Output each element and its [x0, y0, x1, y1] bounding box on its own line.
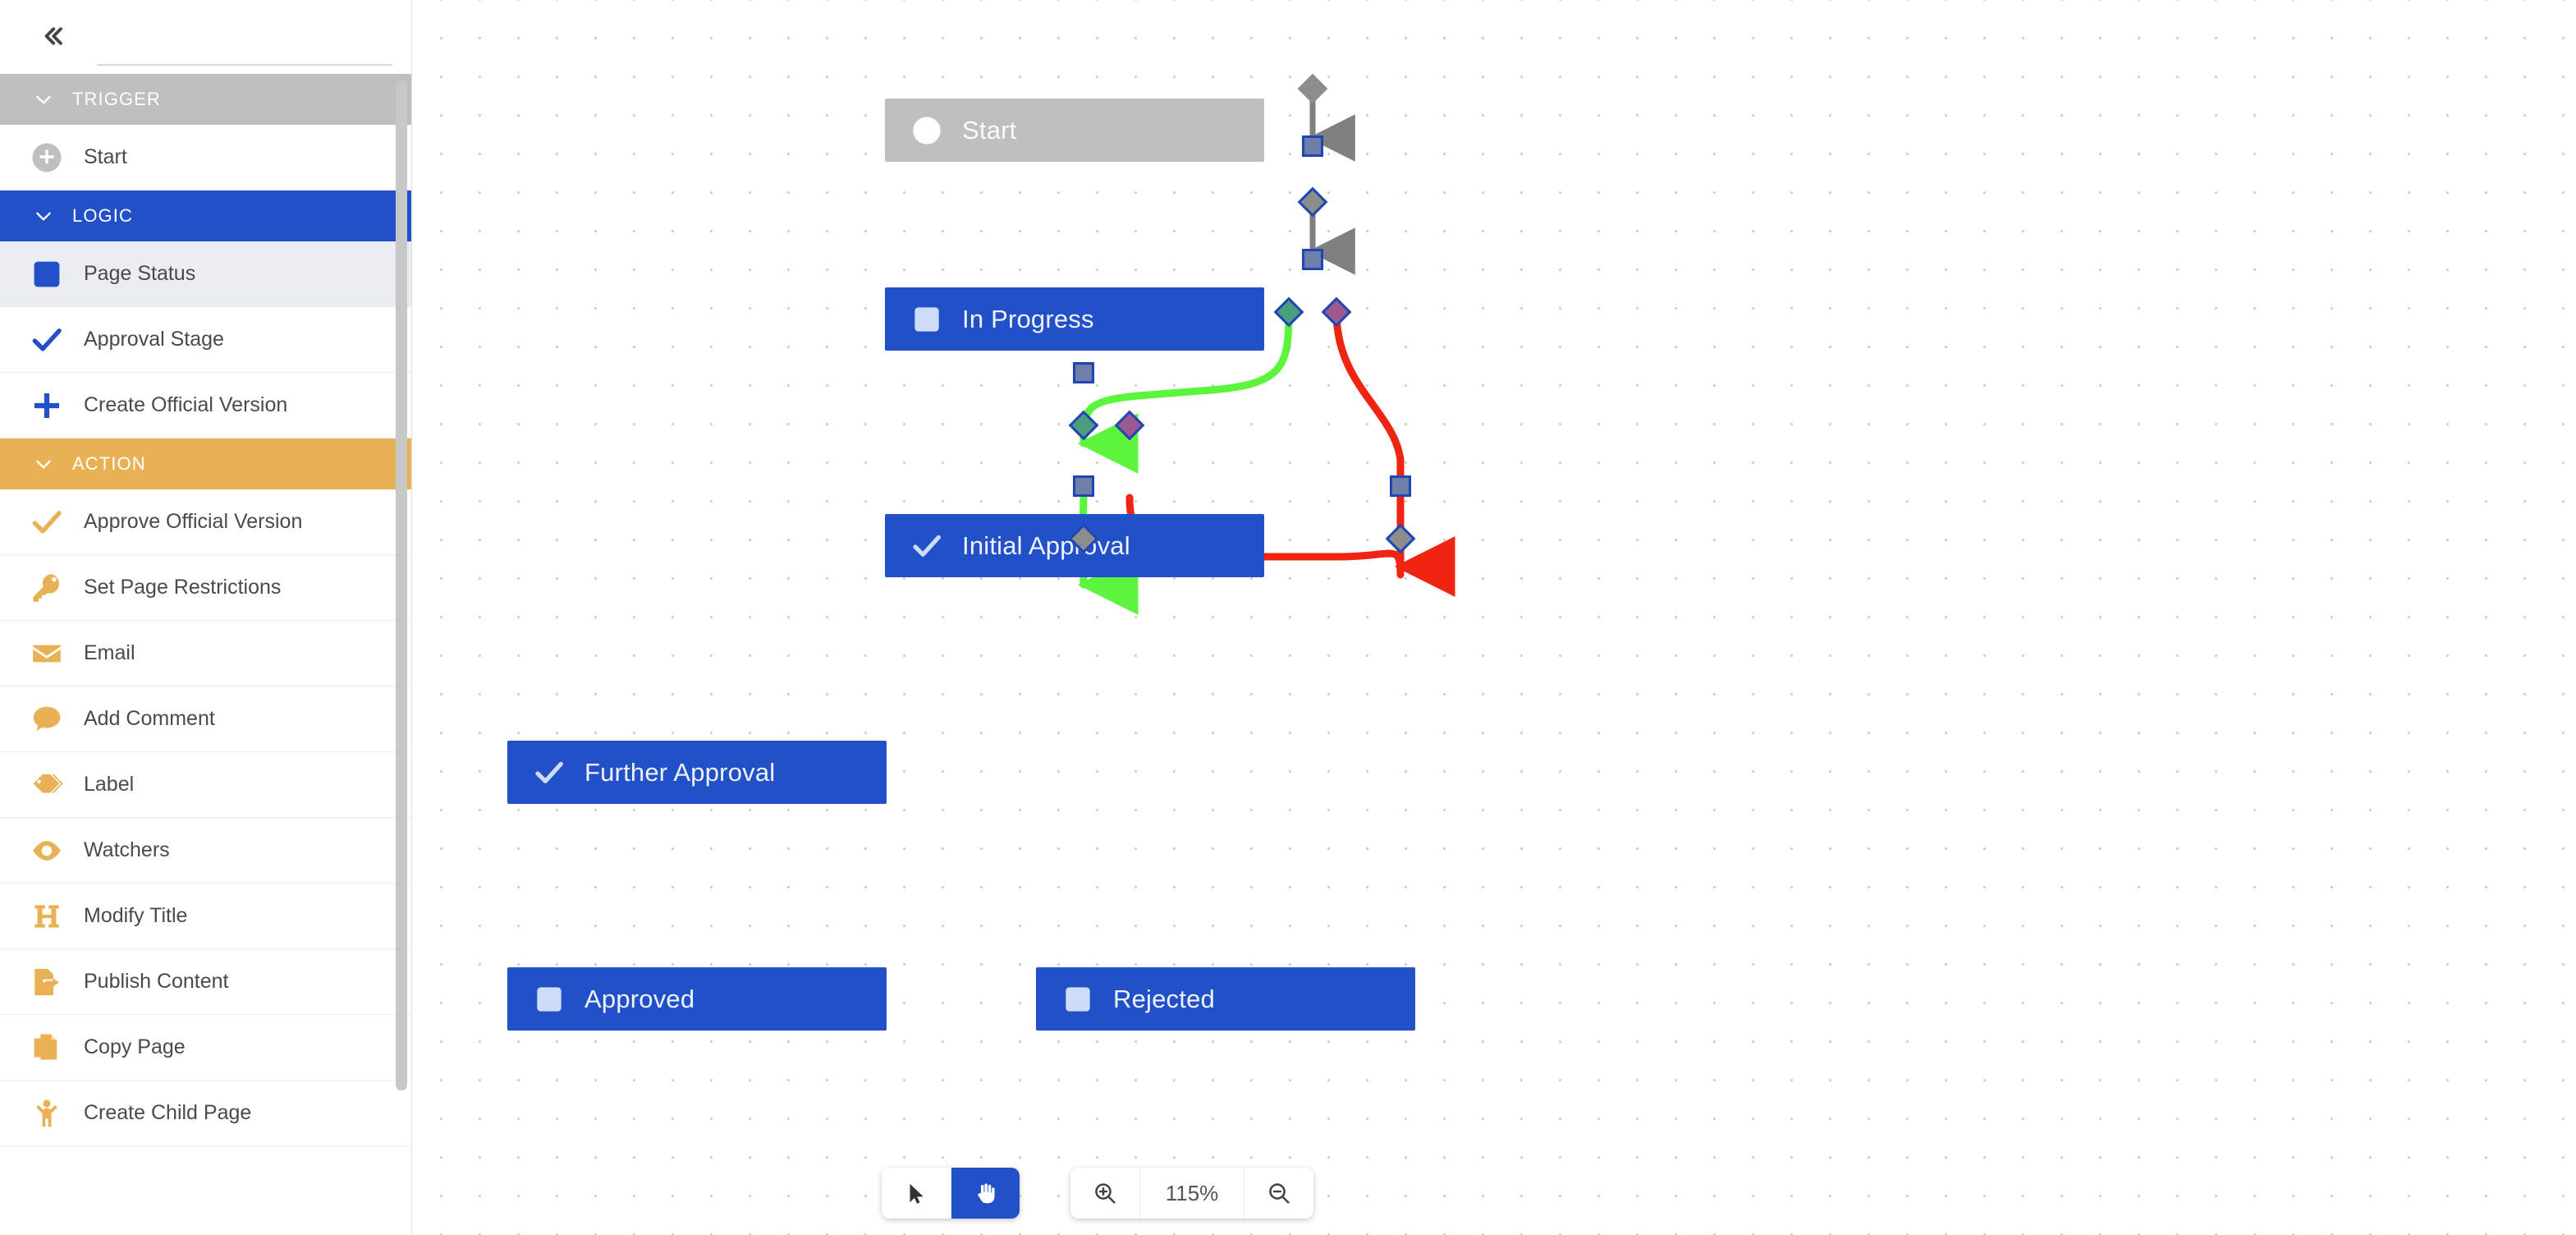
sidebar-item-add-comment[interactable]: Add Comment: [0, 686, 411, 752]
sidebar: TRIGGER Start LOGIC Page Status Approval…: [0, 0, 412, 1235]
sidebar-item-set-page-restrictions[interactable]: Set Page Restrictions: [0, 555, 411, 621]
sidebar-item-publish-content[interactable]: Publish Content: [0, 949, 411, 1015]
tool-mode-group: [882, 1168, 1020, 1219]
square-icon: [28, 255, 66, 293]
node-label: In Progress: [962, 304, 1094, 333]
zoom-out-icon[interactable]: [1244, 1168, 1313, 1219]
publish-arrow-icon: [28, 963, 66, 1001]
sidebar-item-start[interactable]: Start: [0, 125, 411, 191]
sidebar-item-page-status[interactable]: Page Status: [0, 241, 411, 307]
square-icon: [1059, 980, 1097, 1018]
canvas-toolbar: 115%: [882, 1168, 1313, 1219]
sidebar-item-email[interactable]: Email: [0, 621, 411, 686]
circle-plus-icon: [28, 139, 66, 177]
node-further-approval[interactable]: Further Approval: [507, 741, 887, 805]
sidebar-item-copy-page[interactable]: Copy Page: [0, 1015, 411, 1081]
sidebar-item-label: Add Comment: [84, 707, 215, 730]
person-icon: [28, 1095, 66, 1132]
handle-in-progress-input[interactable]: [1302, 135, 1323, 157]
handle-further-approval-input[interactable]: [1073, 362, 1094, 383]
check-icon: [530, 754, 568, 792]
sidebar-item-modify-title[interactable]: Modify Title: [0, 884, 411, 949]
node-label: Approved: [584, 984, 695, 1013]
sidebar-item-label: Email: [84, 641, 135, 664]
zoom-in-icon[interactable]: [1070, 1168, 1139, 1219]
chevron-down-icon: [33, 205, 54, 227]
plus-icon: [28, 387, 66, 425]
heading-h-icon: [28, 898, 66, 935]
sidebar-header: [0, 0, 411, 66]
sidebar-item-label[interactable]: Label: [0, 752, 411, 818]
check-icon: [28, 321, 66, 359]
envelope-icon: [28, 635, 66, 673]
sidebar-item-watchers[interactable]: Watchers: [0, 818, 411, 884]
handle-approved-input[interactable]: [1073, 475, 1094, 497]
sidebar-item-label: Watchers: [84, 838, 170, 861]
section-header-trigger[interactable]: TRIGGER: [0, 74, 411, 125]
sidebar-item-label: Label: [84, 773, 135, 796]
node-rejected[interactable]: Rejected: [1036, 967, 1415, 1031]
section-label: TRIGGER: [72, 89, 161, 109]
section-header-action[interactable]: ACTION: [0, 438, 411, 489]
node-initial-approval[interactable]: Initial Approval: [885, 514, 1264, 578]
chevron-down-icon: [33, 89, 54, 110]
zoom-level-display[interactable]: 115%: [1139, 1168, 1244, 1219]
sidebar-item-label: Start: [84, 145, 127, 168]
node-label: Initial Approval: [962, 530, 1130, 560]
zoom-group: 115%: [1070, 1168, 1313, 1219]
hand-icon[interactable]: [951, 1168, 1020, 1219]
node-start[interactable]: Start: [885, 99, 1264, 163]
sidebar-item-label: Approve Official Version: [84, 510, 303, 533]
section-header-logic[interactable]: LOGIC: [0, 191, 411, 241]
node-in-progress[interactable]: In Progress: [885, 287, 1264, 351]
node-label: Rejected: [1113, 984, 1215, 1013]
node-approved[interactable]: Approved: [507, 967, 887, 1031]
sidebar-item-label: Copy Page: [84, 1035, 186, 1058]
sidebar-item-approval-stage[interactable]: Approval Stage: [0, 307, 411, 373]
sidebar-item-create-official-version[interactable]: Create Official Version: [0, 373, 411, 438]
sidebar-item-approve-official-version[interactable]: Approve Official Version: [0, 489, 411, 555]
workflow-edges: [1076, 89, 1455, 615]
cursor-arrow-icon[interactable]: [882, 1168, 951, 1219]
sidebar-item-label: Approval Stage: [84, 328, 224, 351]
node-label: Start: [962, 115, 1017, 145]
sidebar-scroll-area[interactable]: TRIGGER Start LOGIC Page Status Approval…: [0, 74, 411, 1235]
sidebar-item-label: Create Child Page: [84, 1101, 252, 1124]
handle-initial-approval-input[interactable]: [1302, 249, 1323, 270]
circle-plus-icon: [908, 112, 946, 149]
workflow-canvas[interactable]: Start In Progress Initial Approval Furth…: [412, 0, 2576, 1235]
section-label: ACTION: [72, 453, 146, 474]
tag-icon: [28, 766, 66, 804]
sidebar-item-create-child-page[interactable]: Create Child Page: [0, 1081, 411, 1146]
sidebar-item-label: Create Official Version: [84, 393, 288, 416]
sidebar-item-label: Page Status: [84, 262, 196, 285]
section-label: LOGIC: [72, 205, 133, 226]
comment-icon: [28, 700, 66, 738]
sidebar-item-label: Publish Content: [84, 970, 229, 993]
sidebar-item-label: Modify Title: [84, 904, 188, 927]
eye-icon: [28, 832, 66, 870]
edge-initial-approval-to-rejected[interactable]: [1332, 308, 1455, 597]
handle-rejected-input[interactable]: [1390, 475, 1411, 497]
chevron-down-icon: [33, 453, 54, 475]
search-input[interactable]: [97, 64, 392, 66]
square-icon: [530, 980, 568, 1018]
copy-pages-icon: [28, 1029, 66, 1067]
square-icon: [908, 301, 946, 338]
double-chevron-left-icon[interactable]: [28, 11, 77, 61]
node-label: Further Approval: [584, 757, 776, 787]
sidebar-item-label: Set Page Restrictions: [84, 576, 282, 599]
sidebar-scrollbar-thumb[interactable]: [396, 80, 407, 1090]
check-icon: [28, 503, 66, 541]
check-icon: [908, 527, 946, 565]
key-icon: [28, 569, 66, 607]
